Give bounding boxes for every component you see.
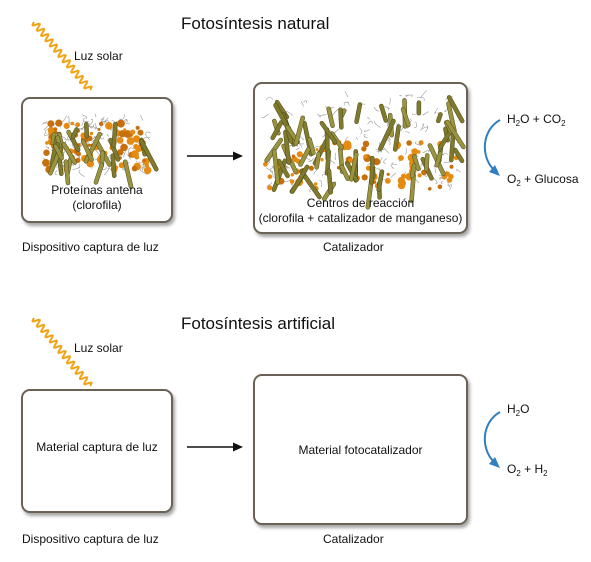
antenna-protein-image [41,113,159,189]
artificial-device-caption: Dispositivo captura de luz [22,532,159,546]
artificial-sunlight-label: Luz solar [74,341,123,355]
antenna-proteins-box: Proteínas antena (clorofila) [21,97,173,223]
natural-reactant-formula: H2O + CO2 [507,112,566,128]
antenna-text-2: (clorofila) [72,198,122,212]
artificial-reactant-formula: H2O [507,402,530,418]
natural-product-formula: O2 + Glucosa [507,172,579,188]
artificial-product-formula: O2 + H2 [507,462,548,478]
curved-arrow-icon [483,119,501,176]
reaction-text-1: Centros de reacción [306,196,415,210]
sun-wave-icon [31,317,93,387]
light-capture-material-text: Material captura de luz [36,440,158,454]
natural-device-caption: Dispositivo captura de luz [22,240,159,254]
artificial-catalyst-caption: Catalizador [323,532,384,546]
natural-title: Fotosíntesis natural [181,14,330,33]
reaction-center-protein-image [261,90,466,210]
natural-sunlight-label: Luz solar [74,49,123,63]
photocatalyst-material-box: Material fotocatalizador [253,374,468,525]
sun-wave-icon [31,21,93,91]
right-arrow-icon [187,442,243,452]
reaction-centers-box: Centros de reacción (clorofila + cataliz… [253,82,468,234]
curved-arrow-icon [483,411,501,468]
natural-catalyst-caption: Catalizador [323,240,384,254]
light-capture-material-box: Material captura de luz [21,389,173,513]
photocatalyst-material-text: Material fotocatalizador [298,443,423,457]
reaction-text-2: (clorofila + catalizador de manganeso) [258,211,463,225]
antenna-text-1: Proteínas antena [51,183,143,197]
artificial-title: Fotosíntesis artificial [181,314,335,333]
right-arrow-icon [187,151,243,161]
